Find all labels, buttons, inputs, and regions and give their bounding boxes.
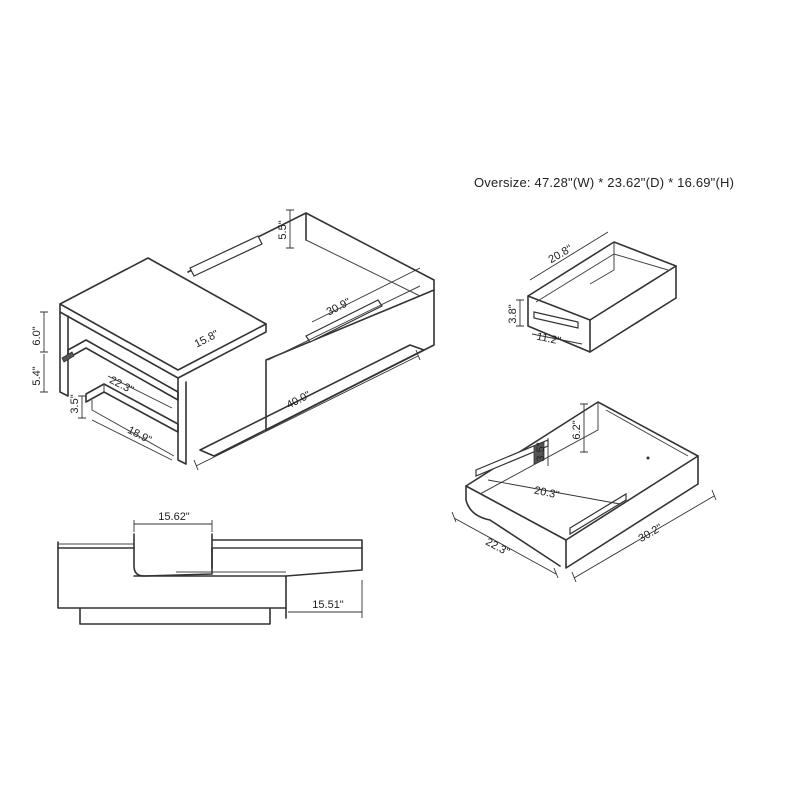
table-dim-box-height: 5.5" — [277, 220, 289, 239]
large-drawer-dim-depth: 30.2" — [637, 522, 665, 545]
elevation-drawing: 15.62" 15.51" — [57, 511, 363, 625]
elevation-dim-offset: 15.51" — [312, 599, 344, 611]
oversize-label: Oversize: 47.28"(W) * 23.62"(D) * 16.69"… — [474, 175, 734, 190]
large-drawer-dim-height: 6.2" — [571, 420, 583, 439]
small-drawer-dim-depth: 11.2" — [535, 331, 562, 348]
coffee-table-drawing: 6.0" 5.4" 3.5" 15.8" 22.3" 18.9" 40.0" 5… — [31, 209, 435, 471]
small-drawer-dim-width: 20.8" — [547, 243, 575, 266]
small-drawer-dim-height: 3.8" — [507, 304, 519, 323]
elevation-dim-top-width: 15.62" — [158, 511, 190, 523]
large-drawer-dim-inner-width: 20.3" — [533, 485, 560, 502]
table-dim-height-upper: 6.0" — [31, 326, 43, 345]
small-drawer-drawing: 20.8" 3.8" 11.2" — [507, 231, 677, 353]
table-dim-height-lower: 5.4" — [31, 366, 43, 385]
table-dim-top-depth: 15.8" — [193, 328, 221, 350]
large-drawer-drawing: 6.2" 3.5" 20.3" 22.3" 30.2" — [451, 401, 717, 583]
large-drawer-dim-rail-height: 3.5" — [535, 442, 547, 461]
table-dim-shelf-height: 3.5" — [69, 394, 81, 413]
table-dim-base-depth: 18.9" — [125, 424, 153, 446]
large-drawer-dim-width: 22.3" — [483, 536, 511, 559]
